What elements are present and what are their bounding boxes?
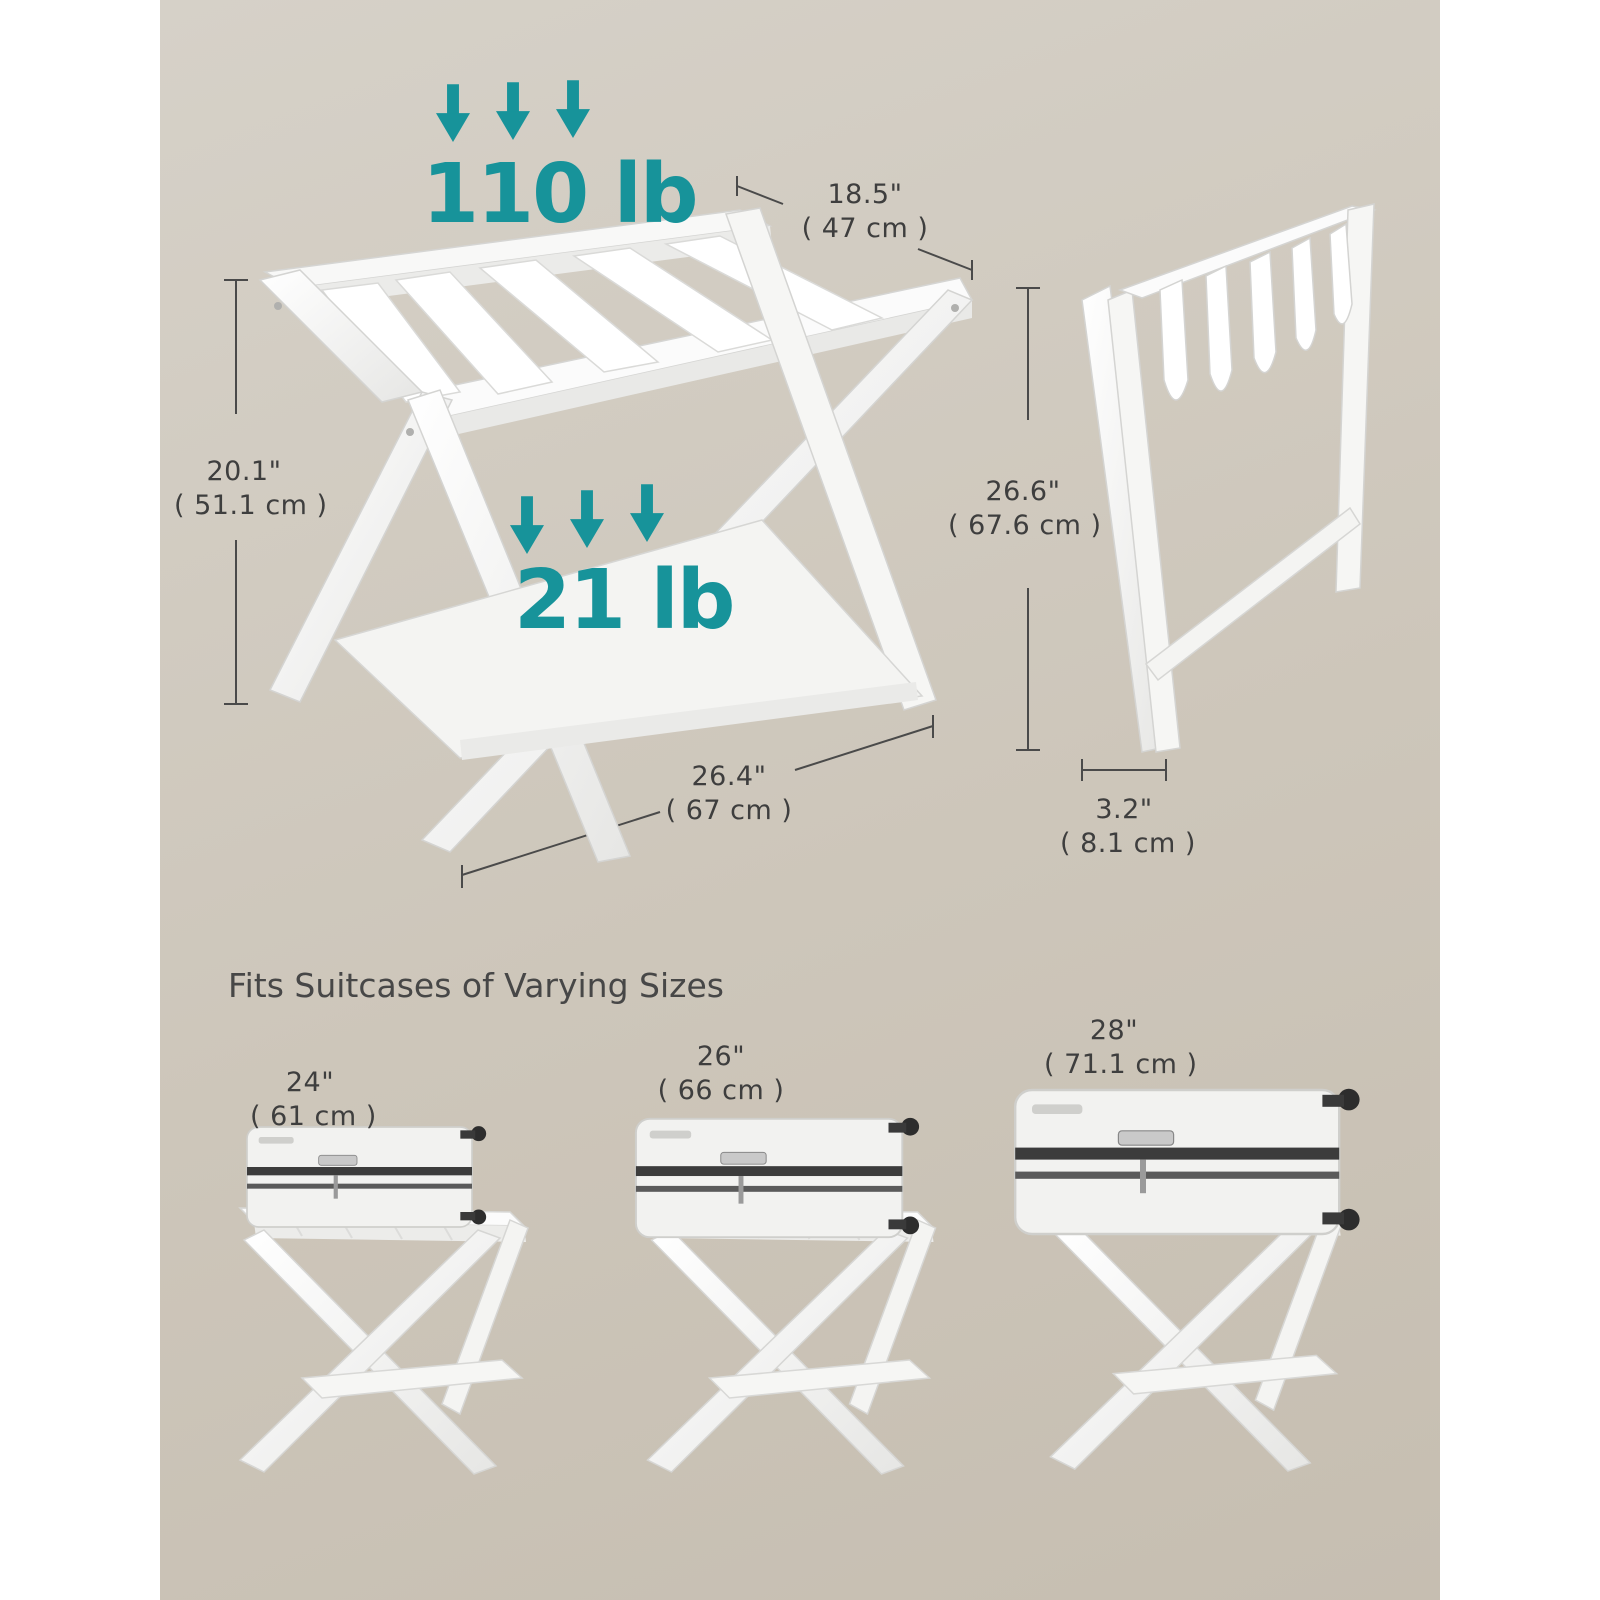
height-label: 20.1" ( 51.1 cm ) [174, 455, 328, 523]
depth-label: 18.5" ( 47 cm ) [800, 178, 930, 246]
height-inches: 20.1" [206, 456, 282, 487]
height-cm: ( 51.1 cm ) [174, 490, 328, 521]
section-heading: Fits Suitcases of Varying Sizes [228, 966, 724, 1005]
width-label: 26.4" ( 67 cm ) [664, 760, 794, 828]
arrows-top [436, 80, 590, 143]
arrows-shelf [510, 484, 664, 555]
suitcase-28-scene [1013, 1087, 1362, 1473]
folded-depth-cm: ( 8.1 cm ) [1060, 828, 1196, 859]
suitcase-24-scene [239, 1125, 529, 1475]
suitcase-26-cm: ( 66 cm ) [657, 1075, 785, 1106]
product-panel: 110 lb 21 lb 18.5" ( 47 cm ) 20.1" ( 51.… [160, 0, 1440, 1600]
suitcase-26-label: 26" ( 66 cm ) [656, 1040, 786, 1108]
suitcase-26-scene [634, 1116, 937, 1476]
illustration [224, 80, 1377, 1476]
rack-open [258, 207, 974, 863]
suitcase-24-label: 24" ( 61 cm ) [250, 1066, 377, 1134]
folded-depth-inches: 3.2" [1095, 794, 1153, 825]
folded-height-label: 26.6" ( 67.6 cm ) [948, 475, 1102, 543]
shelf-load-label: 21 lb [514, 553, 735, 648]
folded-height-cm: ( 67.6 cm ) [948, 510, 1102, 541]
folded-depth-label: 3.2" ( 8.1 cm ) [1060, 793, 1196, 861]
depth-cm: ( 47 cm ) [801, 213, 929, 244]
depth-inches: 18.5" [827, 179, 903, 210]
dimension-lines [224, 176, 1167, 888]
width-cm: ( 67 cm ) [665, 795, 793, 826]
width-inches: 26.4" [691, 761, 767, 792]
suitcase-28-inches: 28" [1089, 1015, 1139, 1046]
suitcase-28-cm: ( 71.1 cm ) [1044, 1049, 1198, 1080]
suitcase-24-inches: 24" [285, 1067, 335, 1098]
suitcase-26-inches: 26" [696, 1041, 746, 1072]
suitcase-28-label: 28" ( 71.1 cm ) [1044, 1014, 1198, 1082]
suitcase-24-cm: ( 61 cm ) [250, 1101, 377, 1132]
folded-height-inches: 26.6" [985, 476, 1061, 507]
top-load-label: 110 lb [422, 147, 699, 242]
rack-folded [1081, 203, 1377, 753]
